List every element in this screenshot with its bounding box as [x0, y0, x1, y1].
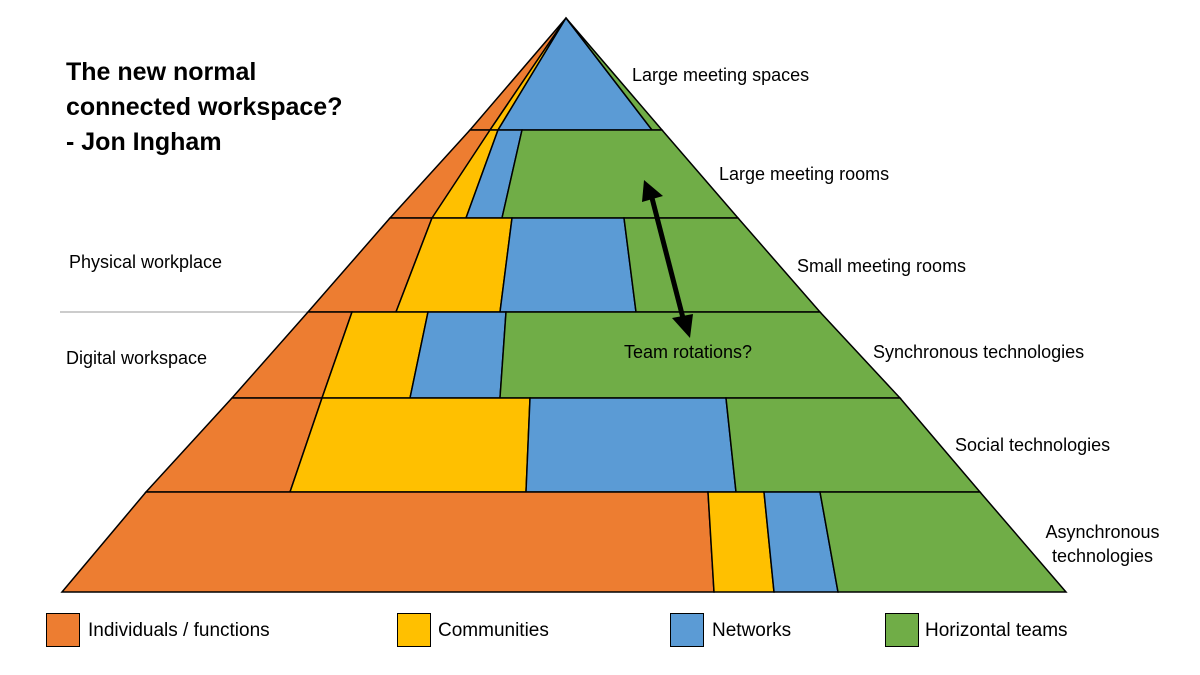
tier-large-meeting-rooms — [388, 129, 740, 219]
tier-small-meeting-rooms — [306, 217, 822, 313]
arrowhead-top — [642, 180, 663, 202]
rotation-arrow — [642, 180, 693, 338]
digital-workspace-label: Digital workspace — [66, 348, 208, 368]
tier-social-technologies — [144, 397, 982, 493]
tier-label-asynchronous-technologies: Asynchronous technologies — [1045, 522, 1160, 566]
segment-teams — [819, 491, 1068, 593]
tier-large-meeting-spaces — [468, 16, 664, 131]
physical-workplace-label: Physical workplace — [69, 252, 223, 272]
segment-communities — [707, 491, 775, 593]
legend-label-individuals: Individuals / functions — [88, 620, 270, 641]
segment-teams — [623, 217, 822, 313]
team-rotations-annotation: Team rotations? — [624, 342, 753, 362]
legend-swatch-individuals — [46, 613, 80, 647]
legend-swatch-communities — [397, 613, 431, 647]
title-line-2: connected workspace? — [66, 93, 343, 121]
segment-teams — [501, 129, 740, 219]
tier-label-large-meeting-spaces: Large meeting spaces — [632, 65, 810, 85]
arrowhead-bottom — [672, 314, 693, 338]
legend-label-networks: Networks — [712, 620, 792, 641]
legend-label-communities: Communities — [438, 620, 549, 641]
segment-networks — [499, 217, 637, 313]
segment-communities — [288, 397, 531, 493]
tier-asynchronous-technologies — [60, 491, 1068, 593]
legend-swatch-teams — [885, 613, 919, 647]
title-line-1: The new normal — [66, 58, 257, 86]
tier-label-large-meeting-rooms: Large meeting rooms — [719, 164, 890, 184]
tier-label-synchronous-technologies: Synchronous technologies — [873, 342, 1085, 362]
legend-swatch-networks — [670, 613, 704, 647]
tier-synchronous-technologies — [230, 311, 902, 399]
segment-networks — [525, 397, 737, 493]
segment-individuals — [60, 491, 715, 593]
tier-label-small-meeting-rooms: Small meeting rooms — [797, 256, 967, 276]
title-line-3: - Jon Ingham — [66, 128, 222, 156]
segment-teams — [725, 397, 982, 493]
legend-label-teams: Horizontal teams — [925, 620, 1068, 641]
tier-label-social-technologies: Social technologies — [955, 435, 1111, 455]
